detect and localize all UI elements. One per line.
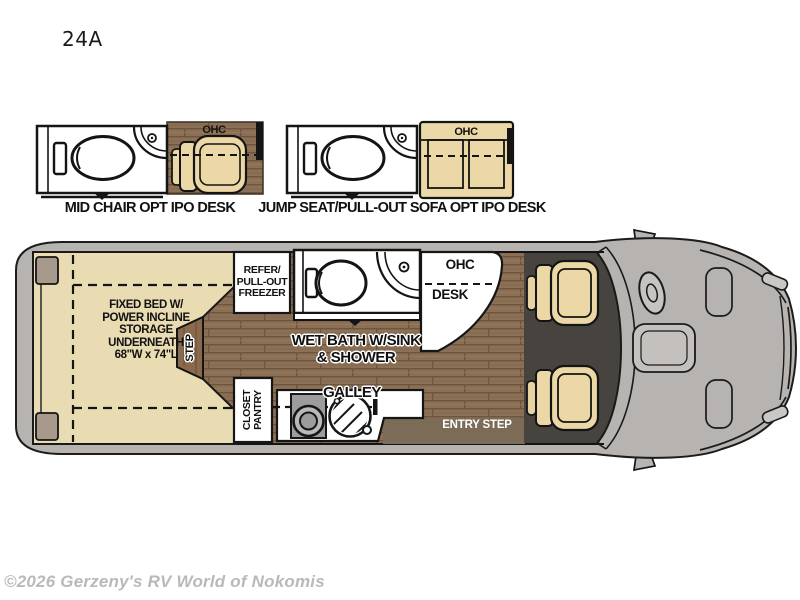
bed-dashed-lines [71, 255, 234, 442]
ohc-label: OHC [445, 257, 475, 272]
dealer-watermark: ©2026 Gerzeny's RV World of Nokomis [4, 572, 325, 591]
ohc-desk-box [419, 250, 504, 353]
steering-wheel-icon [638, 271, 666, 315]
wet-bath [292, 248, 422, 326]
headlight-top-icon [761, 272, 789, 291]
main-floorplan [15, 228, 798, 472]
option-jump-seat-diagram [285, 120, 515, 200]
entry-step-label: ENTRY STEP [442, 419, 512, 431]
opt1-captain-chair-icon [171, 134, 248, 195]
opt2-ohc-label: OHC [454, 126, 478, 138]
shower-icon [375, 251, 421, 300]
captain-seat-driver [526, 259, 600, 327]
sink-icon [328, 394, 372, 438]
entry-step-area [383, 418, 525, 444]
opt1-ohc-label: OHC [202, 124, 226, 136]
toilet-icon [304, 259, 368, 307]
counter-end-tick [373, 399, 378, 415]
opt2-toilet-icon [302, 135, 386, 181]
refer-label: REFER/ PULL-OUT FREEZER [236, 264, 288, 299]
refer-freezer-box [232, 250, 292, 315]
opt2-caption: JUMP SEAT/PULL-OUT SOFA OPT IPO DESK [258, 200, 546, 216]
option-mid-chair-diagram [35, 121, 264, 200]
opt2-door-arrow-icon [344, 193, 360, 200]
stove-icon [290, 393, 327, 439]
cab-details [632, 249, 792, 451]
opt1-toilet-icon [52, 135, 136, 181]
bed-label: FIXED BED W/ POWER INCLINE STORAGE UNDER… [102, 299, 190, 362]
captain-seat-passenger [526, 364, 600, 432]
step-label: STEP [183, 334, 196, 362]
opt1-shower-icon [132, 126, 168, 160]
opt2-shower-icon [382, 126, 418, 160]
opt2-wall-segment [507, 128, 513, 164]
wet-bath-label: WET BATH W/SINK & SHOWER [291, 332, 421, 366]
dash-console [632, 323, 696, 373]
closet-pantry-label: CLOSET PANTRY [241, 389, 264, 431]
opt1-wall-segment [256, 122, 263, 160]
model-number: 24A [62, 27, 103, 51]
galley-label: GALLEY [323, 384, 381, 401]
step-platform [176, 315, 204, 381]
closet-pantry-box [232, 376, 274, 444]
rear-door-pillars [35, 256, 59, 441]
opt1-door-arrow-icon [94, 193, 110, 200]
headlight-bottom-icon [761, 405, 789, 424]
opt1-caption: MID CHAIR OPT IPO DESK [64, 200, 236, 216]
bath-door-arrow-icon [347, 319, 363, 326]
desk-label: DESK [432, 287, 468, 302]
